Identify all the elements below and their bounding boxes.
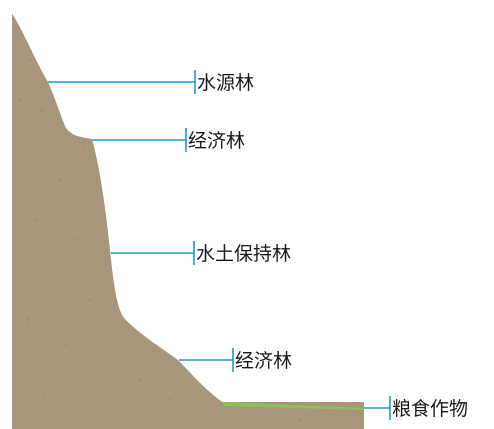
hill-texture [19,59,341,422]
crop-field [222,402,364,410]
leader-lines [48,70,391,420]
label-soil-water-conservation-forest: 水土保持林 [196,243,291,265]
label-water-source-forest: 水源林 [197,72,254,94]
label-grain-crops: 粮食作物 [392,398,468,420]
label-economic-forest-lower: 经济林 [235,350,292,372]
hill-profile [12,14,225,429]
label-economic-forest-upper: 经济林 [188,130,245,152]
